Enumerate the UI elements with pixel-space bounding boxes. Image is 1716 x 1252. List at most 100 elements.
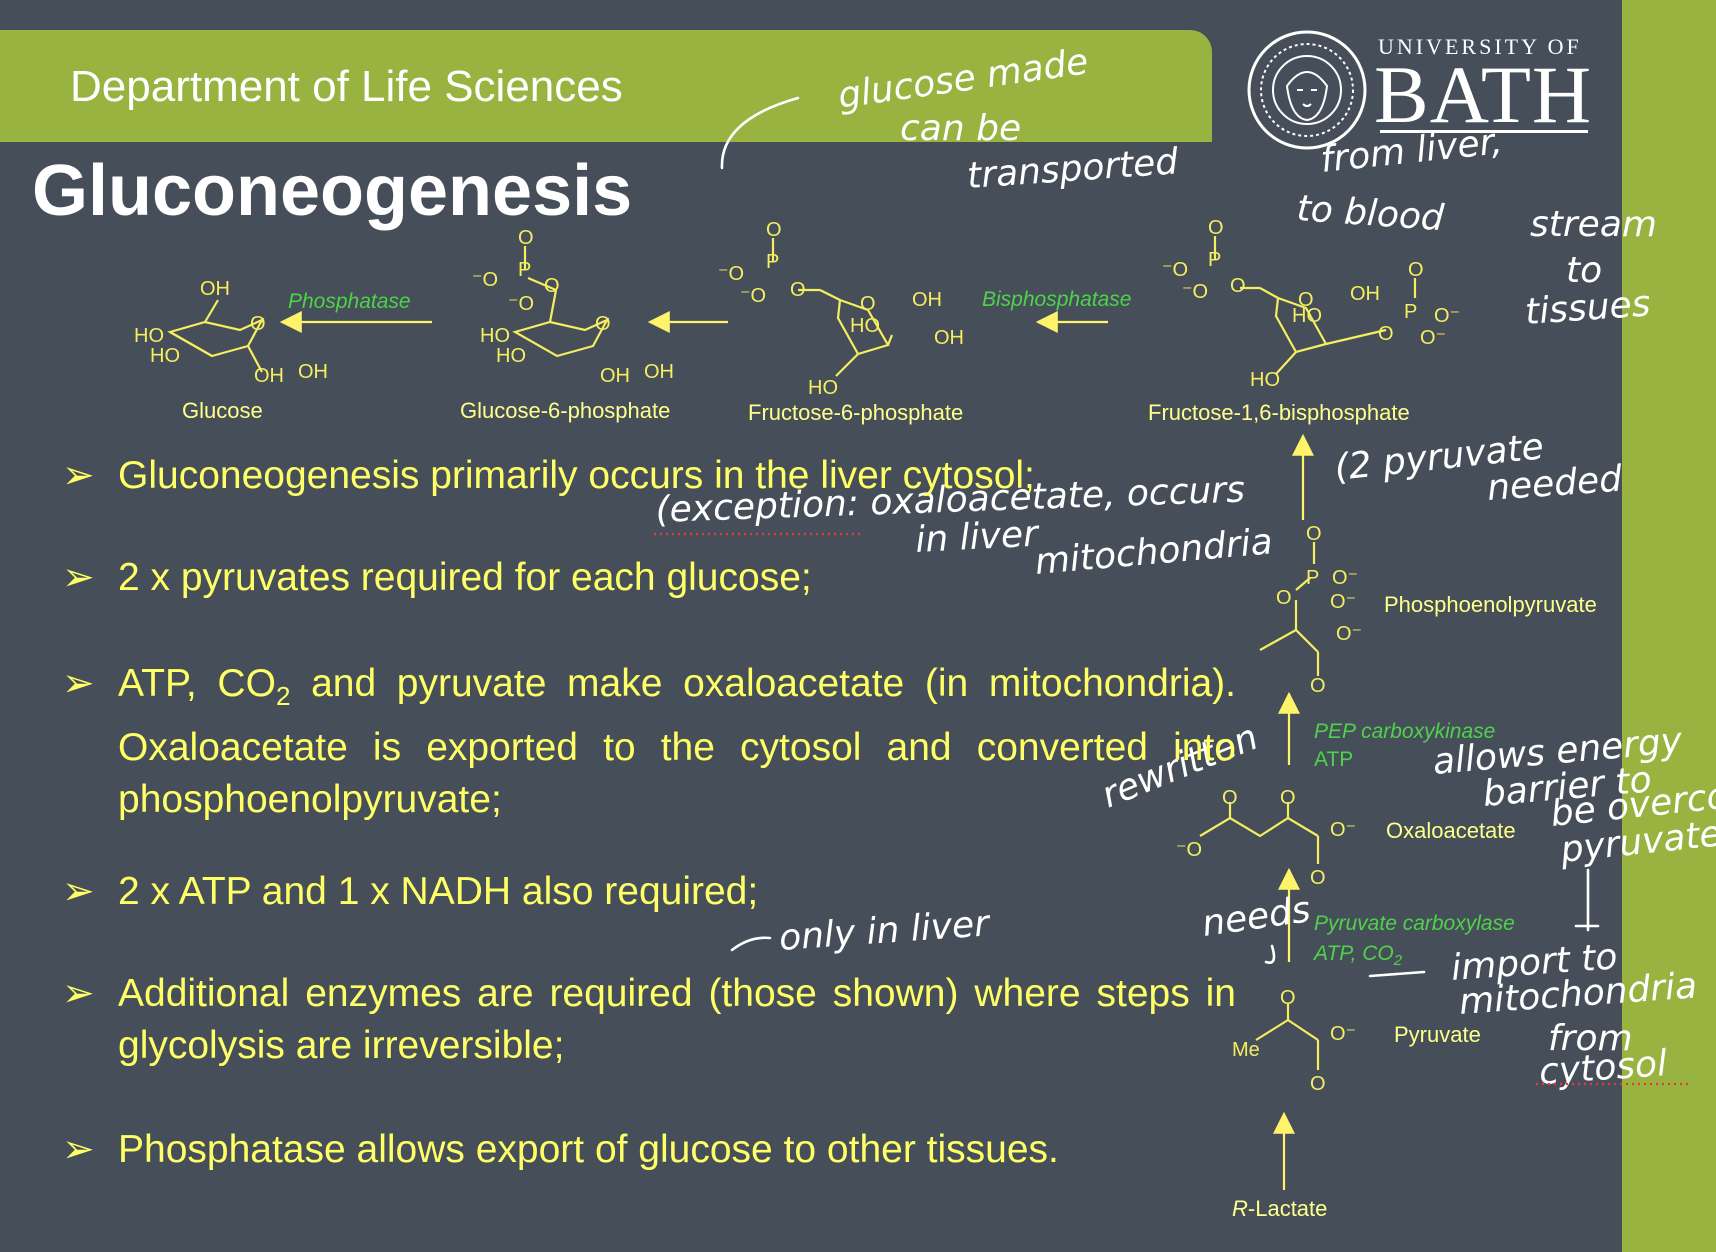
atom-label: O⁻	[1330, 591, 1356, 613]
atom-label: O	[518, 227, 534, 249]
hand-note: to	[1566, 250, 1602, 291]
bullet-arrow-icon: ➢	[62, 870, 95, 913]
atom-label: ⁻O	[740, 285, 766, 307]
atom-label: O	[1276, 587, 1292, 609]
atom-label: P	[1306, 567, 1319, 589]
atom-label: O	[1208, 217, 1224, 239]
oxaloacetate-structure: O O ⁻O O⁻ O	[1176, 787, 1356, 889]
atom-label: HO	[1292, 305, 1322, 327]
atom-label: O	[1310, 675, 1326, 697]
atom-label: O	[1222, 787, 1238, 809]
compound-fructose-6-phosphate: Fructose-6-phosphate	[748, 400, 963, 425]
compound-phosphoenolpyruvate: Phosphoenolpyruvate	[1384, 592, 1597, 617]
glucose-6-phosphate-structure: O P ⁻O ⁻O O HO HO O OH OH	[472, 227, 674, 387]
atom-label: O	[1306, 523, 1322, 545]
atom-label: O	[1310, 1073, 1326, 1095]
bullet-text: 2 x ATP and 1 x NADH also required;	[118, 870, 759, 913]
fructose-1-6-bisphosphate-structure: O P ⁻O ⁻O O O OH HO O O P O⁻ O⁻ HO	[1162, 217, 1460, 391]
atom-label: OH	[1350, 283, 1380, 305]
enzyme-pep-carboxykinase: PEP carboxykinase	[1314, 720, 1495, 743]
hand-note: glucose made	[836, 41, 1091, 117]
atom-label: O⁻	[1330, 819, 1356, 841]
hand-curve-stroke	[720, 96, 800, 170]
hand-note: stream	[1530, 204, 1657, 245]
hand-note: in liver	[914, 514, 1041, 561]
logo-university-of: UNIVERSITY OF	[1378, 34, 1582, 59]
enzyme-cofactor-atp: ATP	[1314, 748, 1353, 771]
hand-dash-stroke	[730, 936, 772, 952]
enzyme-phosphatase: Phosphatase	[288, 290, 411, 313]
atom-label: OH	[644, 361, 674, 383]
atom-label: ⁻O	[718, 263, 744, 285]
atom-label: ⁻O	[472, 269, 498, 291]
atom-label: HO	[1250, 369, 1280, 391]
bullet-text: 2 x pyruvates required for each glucose;	[118, 556, 812, 599]
atom-label: O	[1280, 787, 1296, 809]
hand-note: from	[1548, 1018, 1633, 1059]
atom-label: ⁻O	[1182, 281, 1208, 303]
compound-fructose-1-6-bisphosphate: Fructose-1,6-bisphosphate	[1148, 400, 1410, 425]
logo-bath: BATH	[1374, 49, 1593, 140]
atom-label: O⁻	[1336, 623, 1362, 645]
atom-label: O	[1310, 867, 1326, 889]
atom-label: OH	[298, 361, 328, 383]
atom-label: Me	[1232, 1039, 1260, 1061]
hand-tick-stroke	[1264, 944, 1426, 978]
atom-label: HO	[808, 377, 838, 399]
hand-note: transported	[966, 141, 1181, 197]
bullet-text: Gluconeogenesis primarily occurs in the …	[118, 454, 1035, 497]
atom-label: HO	[850, 315, 880, 337]
atom-label: O	[544, 275, 560, 297]
atom-label: ⁻O	[508, 293, 534, 315]
atom-label: P	[1404, 301, 1417, 323]
atom-label: O	[860, 293, 876, 315]
atom-label: O	[790, 279, 806, 301]
atom-label: O	[595, 313, 611, 335]
bullet-text: Phosphatase allows export of glucose to …	[118, 1128, 1059, 1171]
enzyme-bisphosphatase: Bisphosphatase	[982, 288, 1131, 311]
atom-label: OH	[934, 327, 964, 349]
header-band	[0, 30, 1212, 142]
hand-note: cytosol	[1538, 1043, 1669, 1093]
atom-label: O	[766, 219, 782, 241]
bullet-text: Additional enzymes are required (those s…	[118, 972, 1236, 1067]
compound-glucose: Glucose	[182, 398, 263, 423]
department-label: Department of Life Sciences	[70, 62, 623, 111]
compound-pyruvate: Pyruvate	[1394, 1022, 1481, 1047]
enzyme-pyruvate-carboxylase: Pyruvate carboxylase	[1314, 912, 1515, 935]
university-crest-icon	[1247, 30, 1367, 150]
atom-label: HO	[496, 345, 526, 367]
atom-label: O	[1280, 987, 1296, 1009]
hand-note: to blood	[1295, 188, 1446, 239]
compound-oxaloacetate: Oxaloacetate	[1386, 818, 1516, 843]
hand-note: from liver,	[1319, 121, 1505, 181]
bullet-arrow-icon: ➢	[62, 1128, 95, 1171]
bullet-arrow-icon: ➢	[62, 972, 95, 1015]
atom-label: O⁻	[1434, 305, 1460, 327]
atom-label: OH	[200, 278, 230, 300]
atom-label: O	[1408, 259, 1424, 281]
atom-label: ⁻O	[1176, 839, 1202, 861]
atom-label: HO	[480, 325, 510, 347]
bullet-text: ATP, CO2 and pyruvate make oxaloacetate …	[118, 662, 1237, 821]
atom-label: O	[1230, 275, 1246, 297]
atom-label: O	[1298, 289, 1314, 311]
atom-label: P	[518, 259, 531, 281]
hand-note: tissues	[1524, 283, 1652, 333]
atom-label: O⁻	[1420, 327, 1446, 349]
logo-underline	[1380, 130, 1588, 133]
bullet-arrow-icon: ➢	[62, 556, 95, 599]
atom-label: P	[1208, 249, 1221, 271]
compound-r-lactate: R-Lactate	[1232, 1196, 1327, 1221]
atom-label: HO	[134, 325, 164, 347]
atom-label: OH	[600, 365, 630, 387]
fructose-6-phosphate-structure: O P ⁻O ⁻O O O OH HO OH HO	[718, 219, 964, 399]
atom-label: O	[250, 313, 266, 335]
right-accent-band	[1622, 0, 1716, 1252]
atom-label: O⁻	[1332, 567, 1358, 589]
atom-label: ⁻O	[1162, 259, 1188, 281]
bullet-arrow-icon: ➢	[62, 454, 95, 497]
atom-label: O	[1378, 323, 1394, 345]
glucose-structure: OH HO HO O OH OH	[134, 278, 328, 387]
